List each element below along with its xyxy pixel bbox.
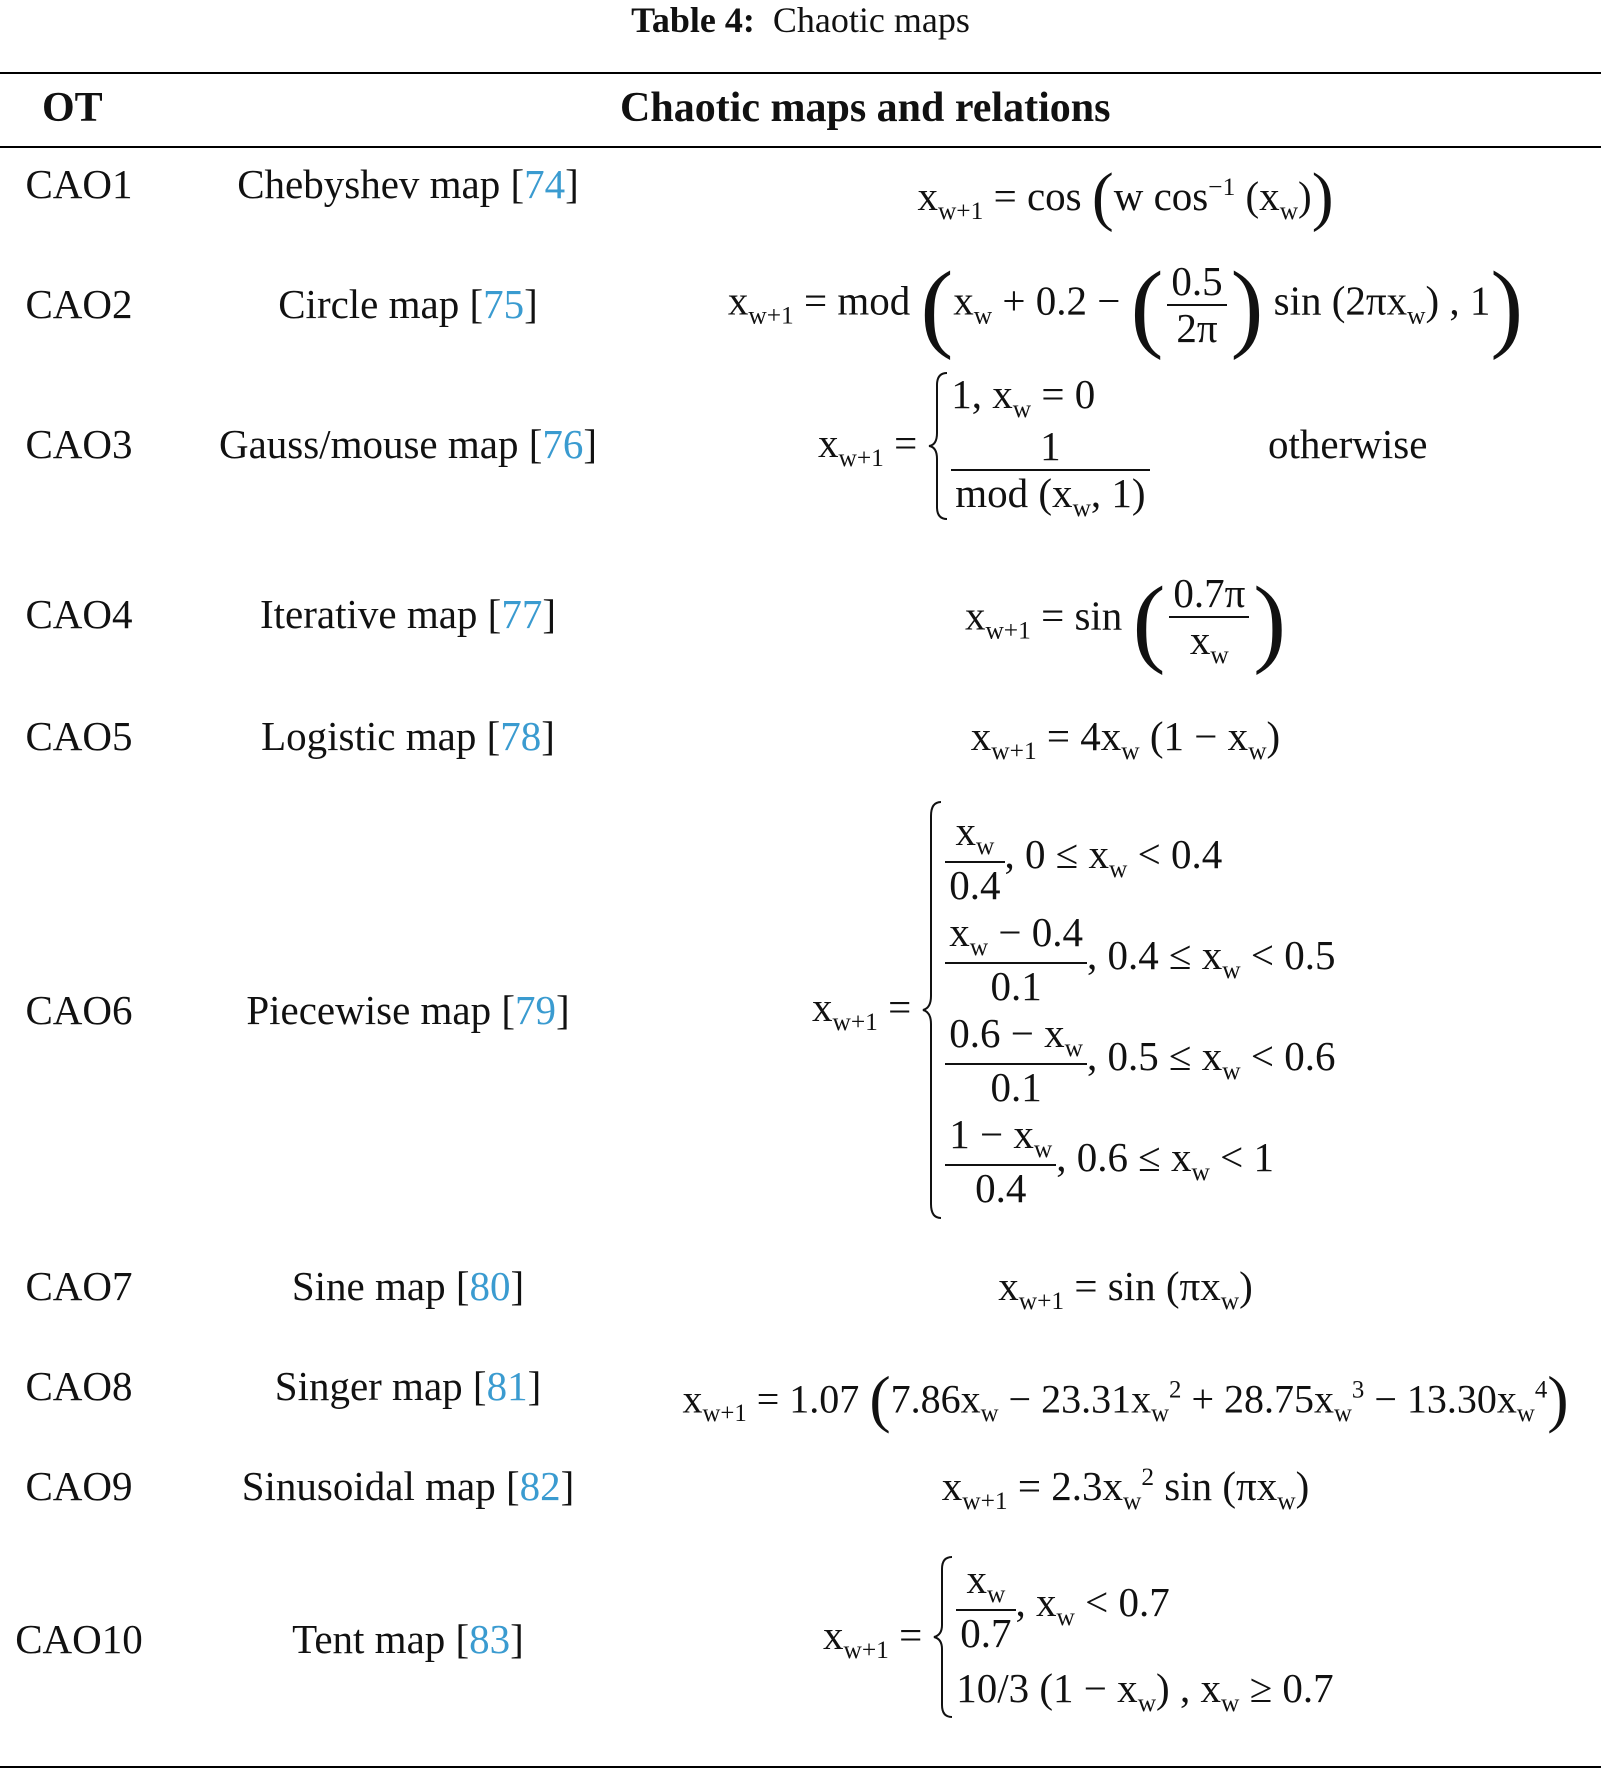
citation-link[interactable]: 77 bbox=[501, 591, 543, 637]
table-row: CAO7 Sine map [80] xw+1 = sin (πxw) bbox=[0, 1262, 1601, 1322]
row-id: CAO4 bbox=[25, 591, 133, 637]
otherwise-label: otherwise bbox=[1268, 421, 1428, 467]
left-brace bbox=[921, 800, 945, 1220]
caption-title: Chaotic maps bbox=[772, 0, 970, 40]
table-row: CAO2 Circle map [75] xw+1 = mod (xw + 0.… bbox=[0, 250, 1601, 361]
header-ot: OT bbox=[42, 85, 103, 131]
row-relation: xw+1 = 4xw (1 − xw) bbox=[970, 713, 1281, 765]
table-row: CAO9 Sinusoidal map [82] xw+1 = 2.3xw2 s… bbox=[0, 1462, 1601, 1522]
table-row: CAO4 Iterative map [77] xw+1 = sin (0.7π… bbox=[0, 565, 1601, 676]
row-name: Chebyshev map [74] bbox=[237, 161, 579, 207]
top-rule bbox=[0, 72, 1601, 74]
citation-link[interactable]: 83 bbox=[469, 1616, 511, 1662]
row-name: Gauss/mouse map [76] bbox=[218, 421, 598, 467]
citation-link[interactable]: 79 bbox=[515, 987, 557, 1033]
row-name: Singer map [81] bbox=[274, 1363, 542, 1409]
left-brace bbox=[932, 1555, 956, 1720]
caption-label: Table 4: bbox=[631, 0, 755, 40]
table-row: CAO1 Chebyshev map [74] xw+1 = cos (w co… bbox=[0, 160, 1601, 233]
citation-link[interactable]: 80 bbox=[469, 1263, 511, 1309]
row-id: CAO10 bbox=[15, 1616, 143, 1662]
row-id: CAO9 bbox=[25, 1463, 133, 1509]
row-name: Tent map [83] bbox=[292, 1616, 524, 1662]
table-row: CAO3 Gauss/mouse map [76] xw+1 = 1, xw =… bbox=[0, 370, 1601, 523]
row-id: CAO1 bbox=[25, 161, 133, 207]
row-id: CAO3 bbox=[25, 421, 133, 467]
citation-link[interactable]: 78 bbox=[500, 713, 542, 759]
row-id: CAO8 bbox=[25, 1363, 133, 1409]
bottom-rule bbox=[0, 1766, 1601, 1768]
row-name: Piecewise map [79] bbox=[246, 987, 570, 1033]
row-relation: xw+1 = 2.3xw2 sin (πxw) bbox=[941, 1462, 1310, 1515]
row-id: CAO5 bbox=[25, 713, 133, 759]
row-relation: xw+1 = cos (w cos−1 (xw)) bbox=[917, 161, 1334, 233]
row-relation: xw+1 = sin (πxw) bbox=[998, 1263, 1253, 1315]
row-name: Sinusoidal map [82] bbox=[241, 1463, 575, 1509]
table-row: CAO5 Logistic map [78] xw+1 = 4xw (1 − x… bbox=[0, 712, 1601, 772]
citation-link[interactable]: 81 bbox=[486, 1363, 528, 1409]
header-rule bbox=[0, 146, 1601, 148]
row-name: Logistic map [78] bbox=[261, 713, 555, 759]
citation-link[interactable]: 82 bbox=[519, 1463, 561, 1509]
citation-link[interactable]: 74 bbox=[524, 161, 566, 207]
table-caption: Table 4: Chaotic maps bbox=[0, 0, 1601, 40]
table-row: CAO8 Singer map [81] xw+1 = 1.07 (7.86xw… bbox=[0, 1362, 1601, 1434]
row-name: Circle map [75] bbox=[278, 281, 538, 327]
table-header: OT Chaotic maps and relations bbox=[0, 84, 1601, 144]
row-name: Sine map [80] bbox=[291, 1263, 525, 1309]
row-relation: xw+1 = 1.07 (7.86xw − 23.31xw2 + 28.75xw… bbox=[682, 1363, 1569, 1434]
header-maps: Chaotic maps and relations bbox=[620, 85, 1111, 131]
citation-link[interactable]: 76 bbox=[542, 421, 584, 467]
row-id: CAO2 bbox=[25, 281, 133, 327]
citation-link[interactable]: 75 bbox=[483, 281, 525, 327]
row-id: CAO7 bbox=[25, 1263, 133, 1309]
row-name: Iterative map [77] bbox=[260, 591, 556, 637]
row-id: CAO6 bbox=[25, 987, 133, 1033]
left-brace bbox=[927, 371, 951, 521]
